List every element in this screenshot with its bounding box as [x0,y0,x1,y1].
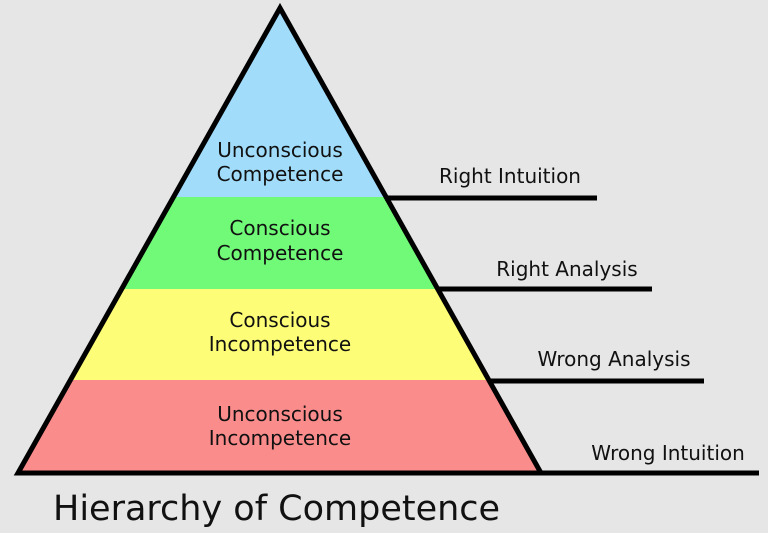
side-label-right-analysis: Right Analysis [496,257,637,281]
layer-label-conscious-competence-line1: Conscious [229,216,330,240]
pyramid-layer-labels: Unconscious Competence Conscious Compete… [209,138,351,450]
side-labels: Right Intuition Right Analysis Wrong Ana… [439,164,745,465]
layer-label-conscious-incompetence-line1: Conscious [229,308,330,332]
layer-label-conscious-incompetence-line2: Incompetence [209,332,351,356]
layer-band-unconscious-incompetence [18,380,541,473]
layer-label-unconscious-competence-line2: Competence [217,162,344,186]
side-label-right-intuition: Right Intuition [439,164,581,188]
layer-label-unconscious-incompetence-line2: Incompetence [209,426,351,450]
layer-label-conscious-competence-line2: Competence [217,241,344,265]
diagram-title: Hierarchy of Competence [53,489,500,529]
layer-label-unconscious-competence-line1: Unconscious [217,138,343,162]
layer-label-unconscious-incompetence-line1: Unconscious [217,402,343,426]
side-label-wrong-intuition: Wrong Intuition [591,441,745,465]
side-label-wrong-analysis: Wrong Analysis [537,347,690,371]
